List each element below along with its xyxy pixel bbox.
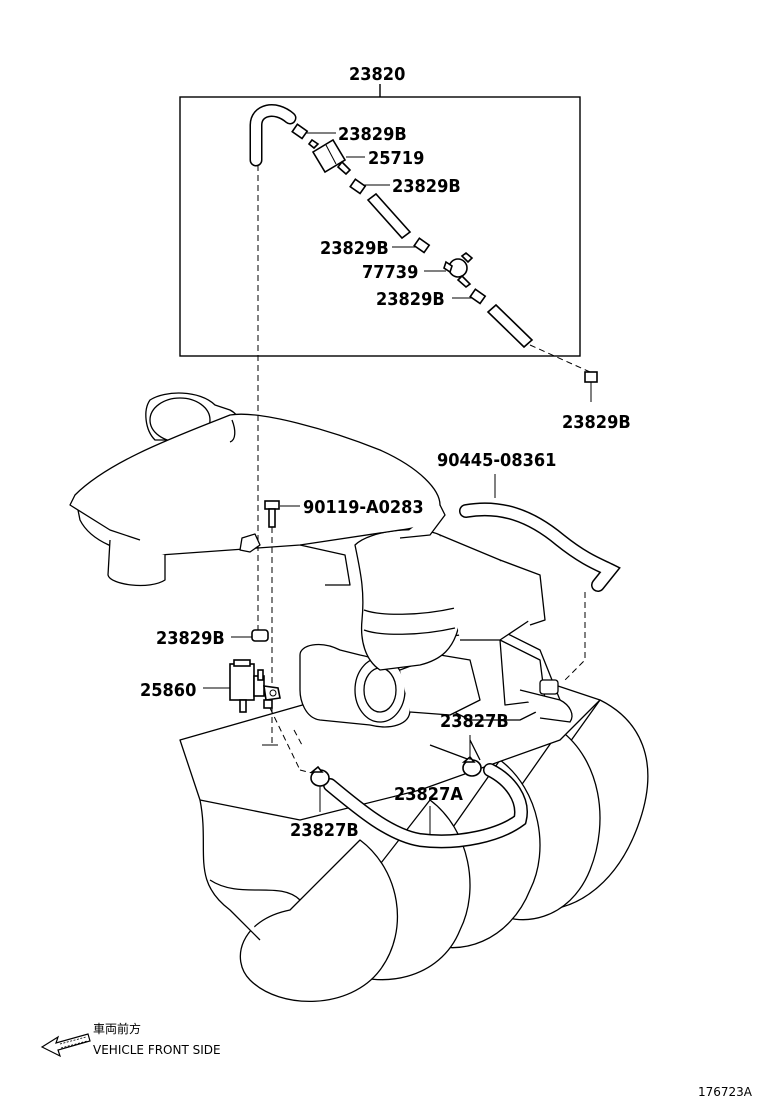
label-77739: 77739 (362, 262, 418, 283)
check-valve-icon (307, 138, 352, 176)
vehicle-front-label-en: VEHICLE FRONT SIDE (93, 1043, 221, 1057)
label-90445-08361: 90445-08361 (437, 450, 556, 471)
vacuum-hose-upper (249, 104, 297, 167)
label-23827b-2: 23827B (290, 820, 359, 841)
label-25719: 25719 (368, 148, 424, 169)
vehicle-front-arrow-icon (40, 1033, 91, 1058)
hose-clamp-icon (309, 765, 330, 787)
label-23829b-4: 23829B (376, 289, 445, 310)
clamp-icon (251, 629, 269, 642)
hose-segment-icon (366, 192, 412, 240)
clamp-icon (291, 123, 309, 140)
hose-23827a-icon (323, 763, 528, 849)
label-23829b-3: 23829B (320, 238, 389, 259)
label-25860: 25860 (140, 680, 196, 701)
label-23829b-6: 23829B (156, 628, 225, 649)
clamp-icon (413, 237, 431, 254)
assembly-label: 23820 (349, 64, 405, 85)
label-90119-a0283: 90119-A0283 (303, 497, 424, 518)
hose-clamp-icon (461, 755, 482, 777)
hose-90445-icon (459, 502, 621, 592)
engine-illustration (69, 392, 649, 1003)
fitting-icon (443, 251, 474, 289)
clamp-icon (584, 371, 598, 383)
vsv-icon (229, 659, 281, 713)
figure-id: 176723A (698, 1085, 753, 1099)
hose-segment-icon (486, 303, 534, 349)
label-23829b-1: 23829B (338, 124, 407, 145)
assembly-box: 23820 (179, 64, 581, 357)
vehicle-front-label-jp: 車両前方 (93, 1021, 141, 1036)
clamp-icon (349, 178, 367, 195)
clamp-icon (469, 288, 487, 305)
label-23827b-1: 23827B (440, 711, 509, 732)
label-23829b-5: 23829B (562, 412, 631, 433)
label-23827a: 23827A (394, 784, 463, 805)
label-23829b-2: 23829B (392, 176, 461, 197)
